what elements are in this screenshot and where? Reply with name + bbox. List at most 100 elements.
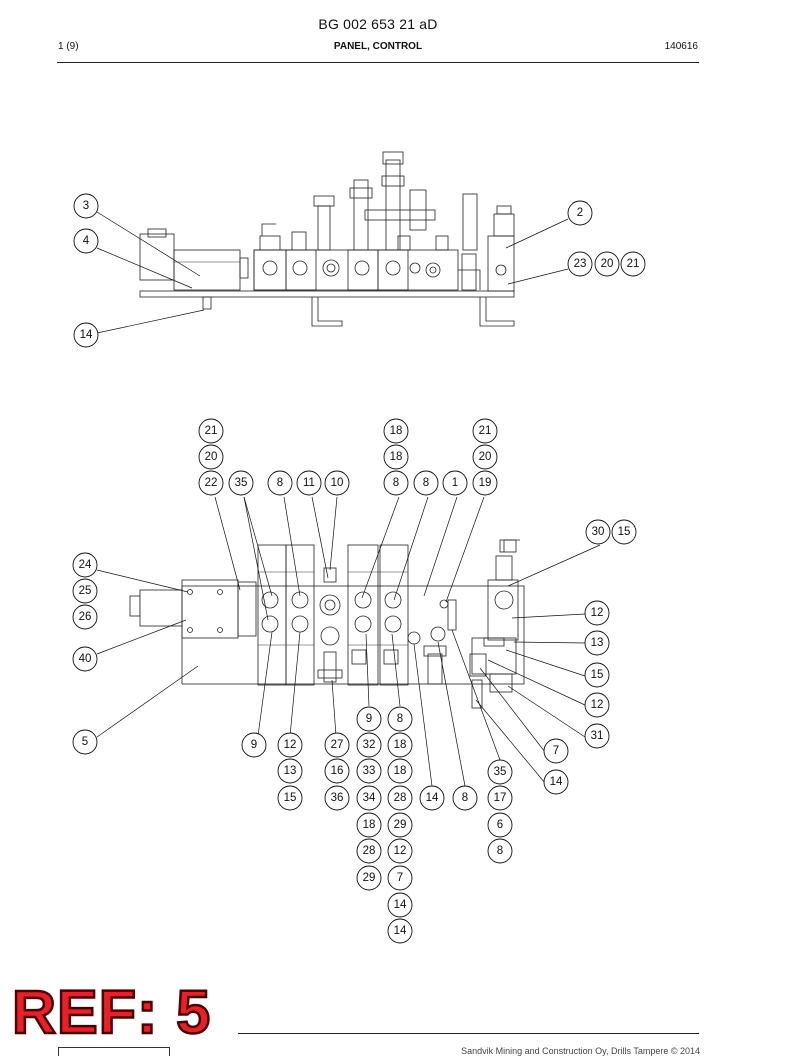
balloon: 30 <box>585 519 611 545</box>
svg-text:17: 17 <box>494 792 507 804</box>
page-number: 1 (9) <box>58 41 79 52</box>
balloon: 15 <box>277 785 303 811</box>
svg-text:14: 14 <box>426 792 439 804</box>
ref-stamp: REF: 5 <box>11 978 212 1046</box>
svg-text:20: 20 <box>205 451 218 463</box>
svg-text:6: 6 <box>497 819 503 831</box>
balloon: 21 <box>472 418 498 444</box>
svg-text:26: 26 <box>79 611 92 623</box>
balloon: 19 <box>472 470 498 496</box>
balloon: 15 <box>584 662 610 688</box>
balloon: 4 <box>73 228 99 254</box>
svg-text:22: 22 <box>205 477 218 489</box>
balloon: 36 <box>324 785 350 811</box>
svg-text:7: 7 <box>553 745 559 757</box>
svg-text:18: 18 <box>394 739 407 751</box>
svg-text:21: 21 <box>205 425 218 437</box>
balloon: 14 <box>543 769 569 795</box>
svg-text:10: 10 <box>331 477 344 489</box>
balloon: 21 <box>620 251 646 277</box>
front-view-drawing <box>129 539 525 709</box>
svg-text:8: 8 <box>393 477 399 489</box>
svg-text:8: 8 <box>497 845 503 857</box>
svg-text:32: 32 <box>363 739 376 751</box>
balloon: 26 <box>72 604 98 630</box>
svg-text:8: 8 <box>277 477 283 489</box>
balloon: 20 <box>198 444 224 470</box>
svg-text:12: 12 <box>284 739 297 751</box>
balloon: 35 <box>487 759 513 785</box>
top-view-drawing <box>139 151 515 327</box>
svg-text:35: 35 <box>494 766 507 778</box>
document-title: PANEL, CONTROL <box>333 41 423 52</box>
balloon: 25 <box>72 578 98 604</box>
balloon: 13 <box>277 758 303 784</box>
balloon: 18 <box>383 444 409 470</box>
balloon: 20 <box>472 444 498 470</box>
svg-text:29: 29 <box>394 819 407 831</box>
svg-text:33: 33 <box>363 765 376 777</box>
balloon: 18 <box>387 732 413 758</box>
svg-text:4: 4 <box>83 235 90 247</box>
svg-text:12: 12 <box>591 607 604 619</box>
svg-text:19: 19 <box>479 477 492 489</box>
svg-text:20: 20 <box>601 258 614 270</box>
svg-text:11: 11 <box>303 477 315 489</box>
svg-text:14: 14 <box>394 899 407 911</box>
svg-text:35: 35 <box>235 477 248 489</box>
svg-text:21: 21 <box>627 258 640 270</box>
balloon: 7 <box>387 865 413 891</box>
balloon: 18 <box>387 758 413 784</box>
footer-divider <box>238 1033 699 1034</box>
balloon: 12 <box>277 732 303 758</box>
svg-text:16: 16 <box>331 765 344 777</box>
svg-text:14: 14 <box>550 776 563 788</box>
svg-text:23: 23 <box>574 258 587 270</box>
balloon: 8 <box>413 470 439 496</box>
balloon: 8 <box>383 470 409 496</box>
balloon: 7 <box>543 738 569 764</box>
svg-text:40: 40 <box>79 653 92 665</box>
svg-text:15: 15 <box>591 669 604 681</box>
svg-text:2: 2 <box>577 207 583 219</box>
svg-text:7: 7 <box>397 872 403 884</box>
svg-text:1: 1 <box>452 477 458 489</box>
balloon: 17 <box>487 785 513 811</box>
svg-text:18: 18 <box>390 425 403 437</box>
svg-text:18: 18 <box>390 451 403 463</box>
balloon: 9 <box>241 732 267 758</box>
balloon: 14 <box>387 918 413 944</box>
balloon: 20 <box>594 251 620 277</box>
balloon: 2 <box>567 200 593 226</box>
company-logo <box>58 1047 170 1056</box>
svg-text:30: 30 <box>592 526 605 538</box>
balloon: 14 <box>419 785 445 811</box>
balloon: 1 <box>442 470 468 496</box>
balloon: 16 <box>324 758 350 784</box>
svg-text:18: 18 <box>394 765 407 777</box>
svg-text:27: 27 <box>331 739 344 751</box>
balloon: 23 <box>567 251 593 277</box>
balloon: 14 <box>73 322 99 348</box>
balloon: 9 <box>356 706 382 732</box>
svg-text:8: 8 <box>462 792 468 804</box>
document-date: 140616 <box>664 41 698 52</box>
balloon: 3 <box>73 193 99 219</box>
balloon: 15 <box>611 519 637 545</box>
balloon: 5 <box>72 729 98 755</box>
balloon: 27 <box>324 732 350 758</box>
svg-text:20: 20 <box>479 451 492 463</box>
balloon: 29 <box>387 812 413 838</box>
balloon: 28 <box>356 838 382 864</box>
balloon: 29 <box>356 865 382 891</box>
svg-text:29: 29 <box>363 872 376 884</box>
balloon: 12 <box>387 838 413 864</box>
svg-text:14: 14 <box>80 329 93 341</box>
balloon: 24 <box>72 552 98 578</box>
svg-text:12: 12 <box>394 845 407 857</box>
svg-text:9: 9 <box>366 713 372 725</box>
svg-text:36: 36 <box>331 792 344 804</box>
balloon: 8 <box>452 785 478 811</box>
svg-text:15: 15 <box>284 792 297 804</box>
balloon: 34 <box>356 785 382 811</box>
